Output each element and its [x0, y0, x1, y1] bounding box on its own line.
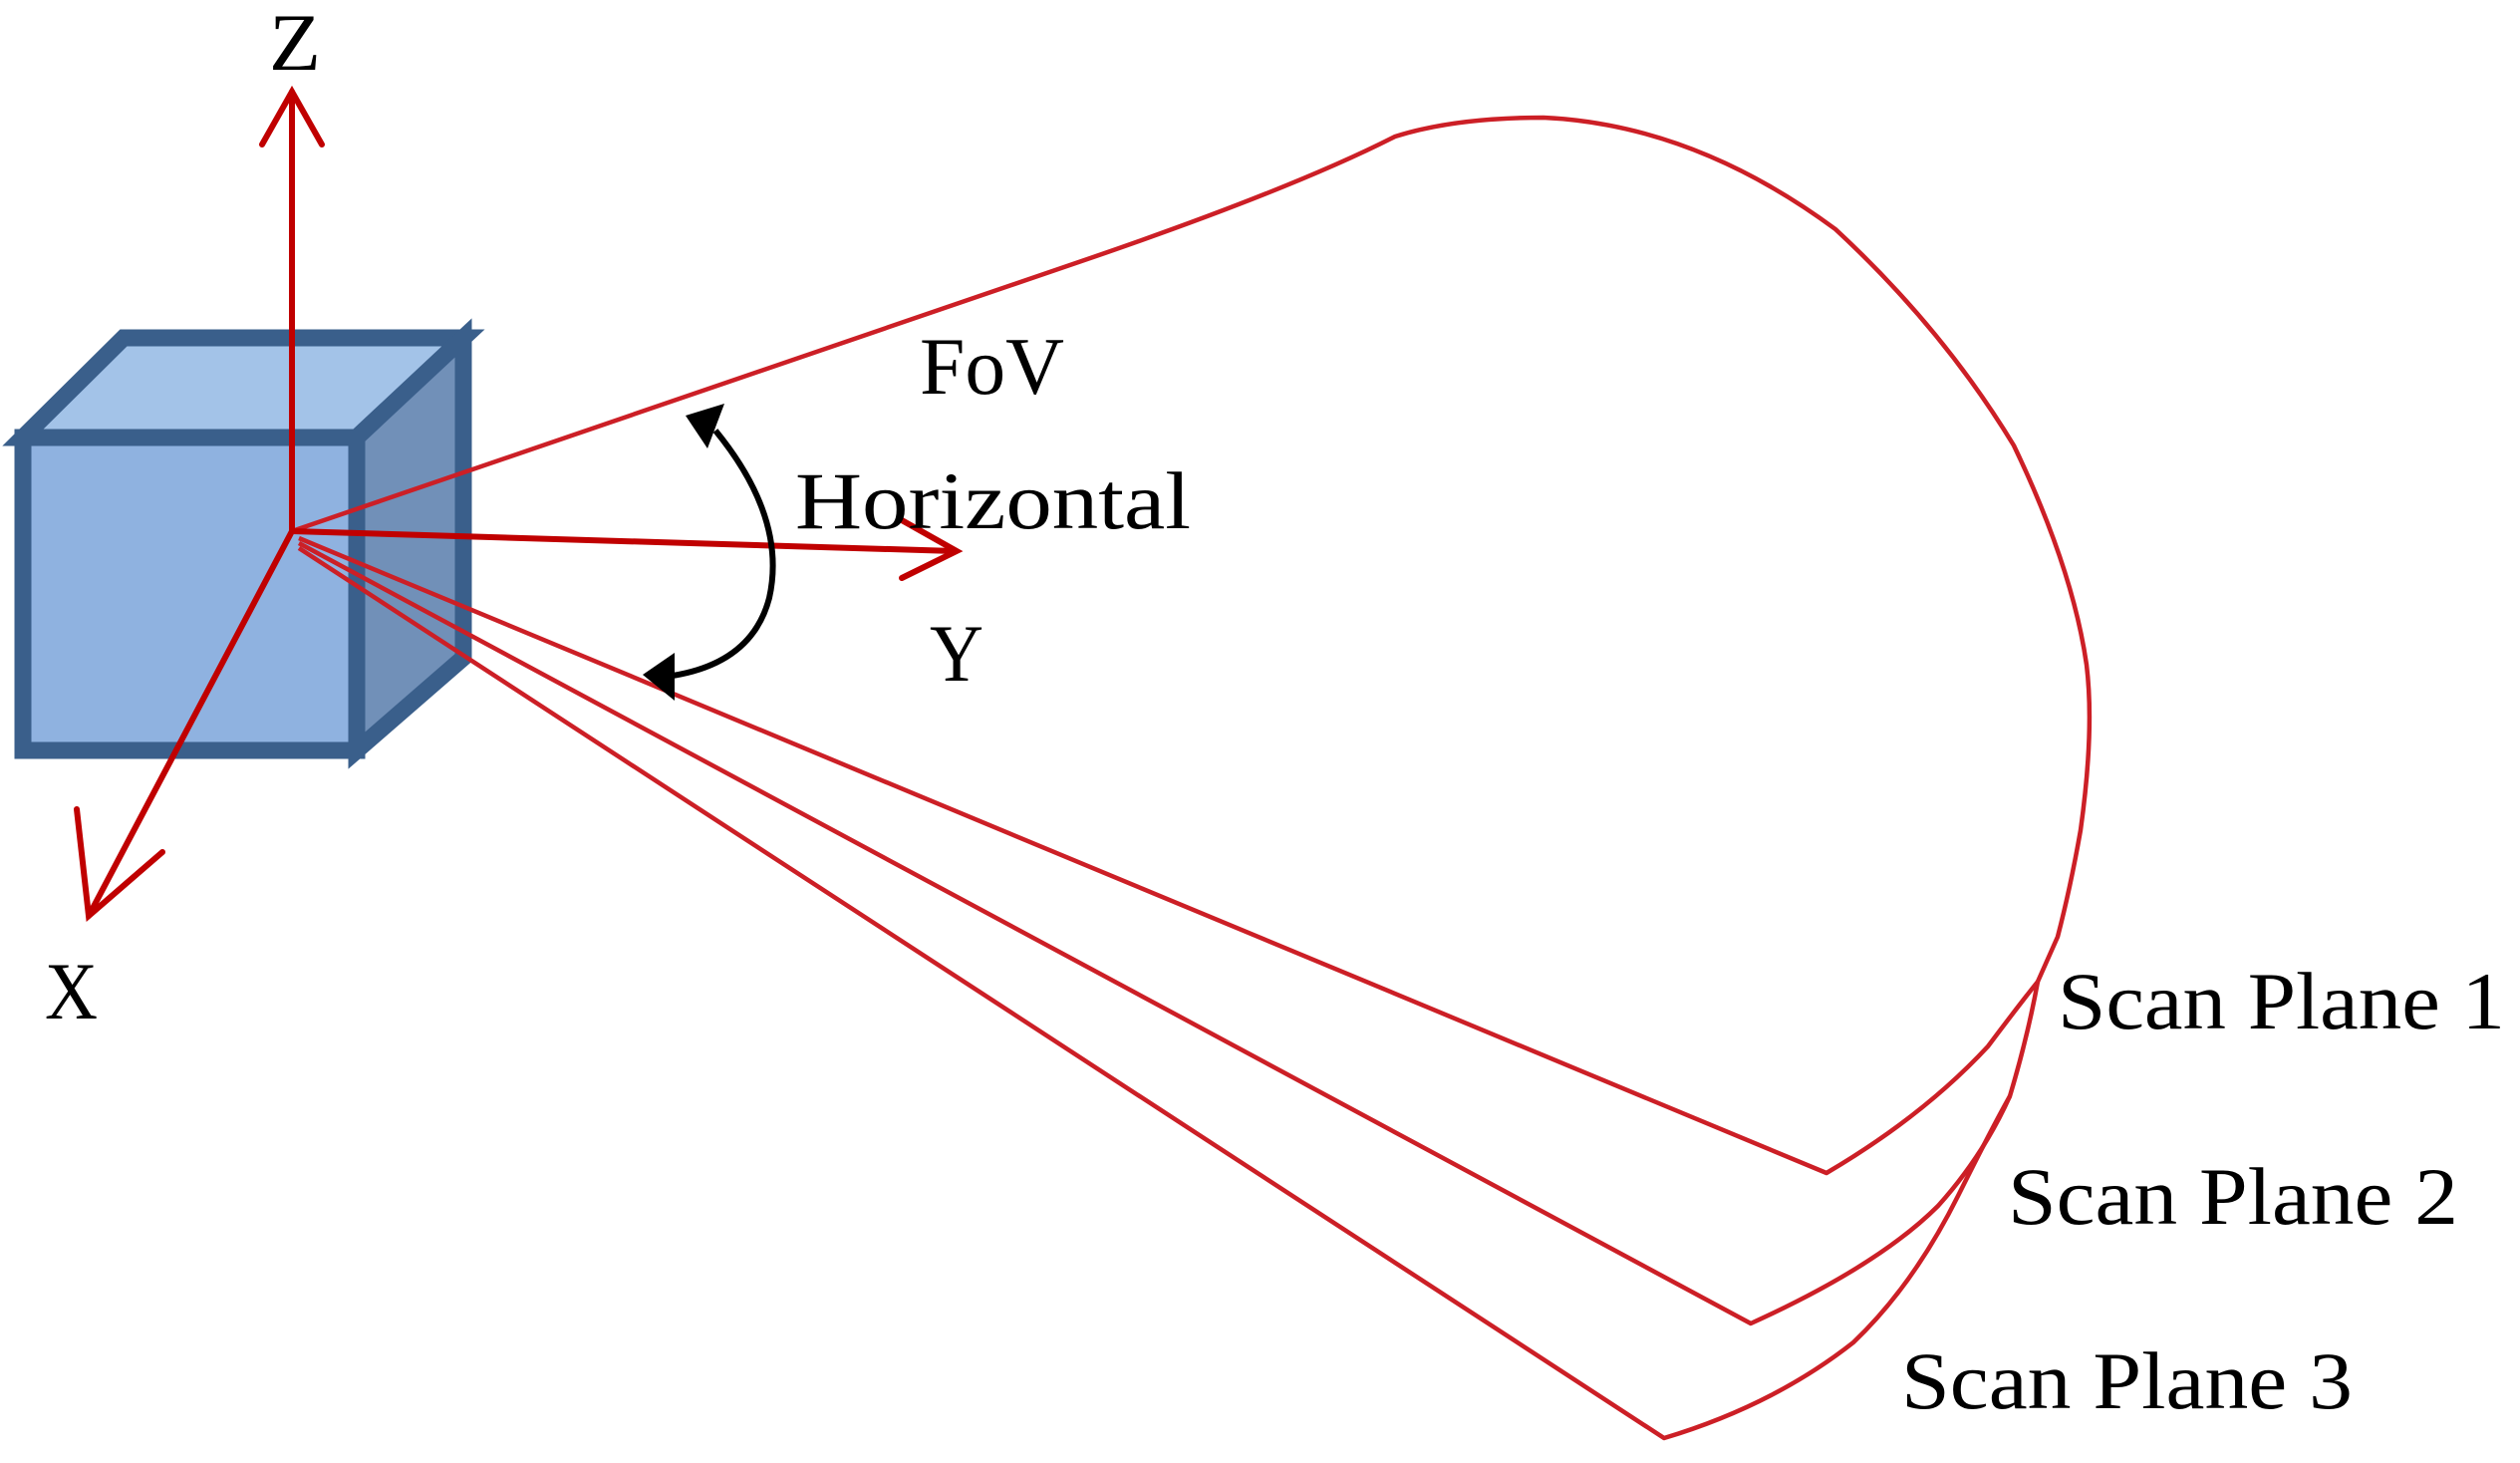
y-axis-label: Y: [930, 608, 983, 699]
scan-plane-1-label: Scan Plane 1: [2058, 956, 2505, 1046]
coordinate-axes: [74, 85, 964, 922]
arrowhead-up-icon: [686, 404, 724, 448]
cube-front-face: [14, 429, 366, 759]
fov-upper-ray-and-arc: [291, 115, 2093, 983]
z-axis-arrow: [259, 85, 325, 534]
scan-plane-3-outline: [297, 546, 2012, 1441]
scan-plane-1-outline: [298, 535, 2040, 1176]
scan-plane-3-label: Scan Plane 3: [1901, 1335, 2353, 1426]
sensor-cube: [2, 318, 485, 769]
fov-angle-arrow: [643, 404, 776, 701]
y-axis-arrow: [289, 517, 964, 581]
fov-outline: [291, 115, 2093, 1441]
scan-plane-2-label: Scan Plane 2: [2008, 1151, 2458, 1242]
x-axis-label: X: [45, 946, 98, 1036]
arrowhead-down-icon: [643, 653, 675, 701]
horizontal-label: Horizontal: [795, 455, 1191, 546]
fov-label: FoV: [920, 321, 1064, 412]
x-axis-arrow: [74, 528, 295, 922]
z-axis-label: Z: [269, 0, 321, 88]
scan-plane-2-outline: [297, 541, 2041, 1326]
